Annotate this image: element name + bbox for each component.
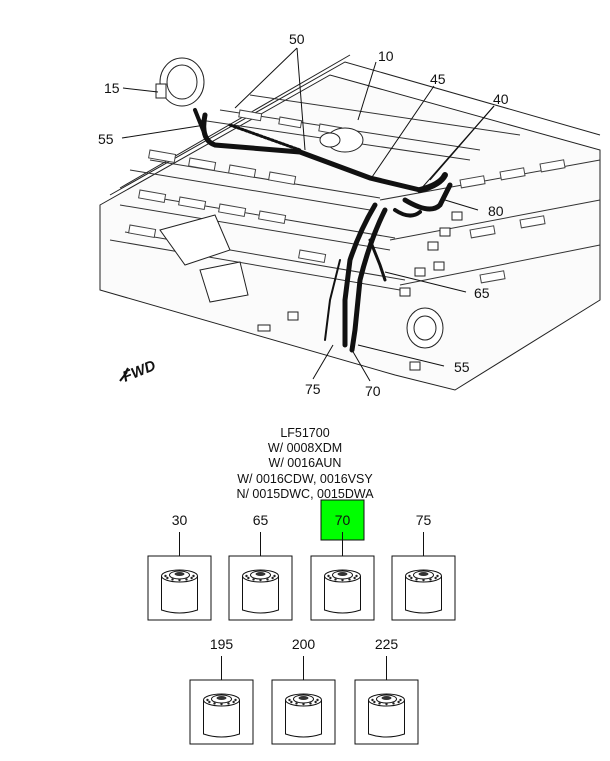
part-label: 75 bbox=[416, 512, 432, 528]
filter-canister-icon bbox=[242, 569, 279, 614]
part-tile-65[interactable]: 65 bbox=[228, 512, 293, 621]
filter-canister-icon bbox=[368, 693, 405, 738]
callout-70: 70 bbox=[365, 383, 381, 399]
callout-75: 75 bbox=[305, 381, 321, 397]
part-label: 195 bbox=[210, 636, 234, 652]
note-line: W/ 0008XDM bbox=[267, 441, 343, 456]
callout-10: 10 bbox=[378, 48, 394, 64]
callout-labels: 50 10 45 40 15 55 80 65 55 75 70 bbox=[98, 31, 509, 399]
filter-canister-icon bbox=[161, 569, 198, 614]
chassis-frame-drawing bbox=[99, 54, 601, 391]
callout-50: 50 bbox=[289, 31, 305, 47]
fasteners bbox=[257, 211, 463, 371]
note-line: W/ 0016AUN bbox=[268, 456, 342, 471]
callout-65: 65 bbox=[474, 285, 490, 301]
callout-55-bottom: 55 bbox=[454, 359, 470, 375]
callout-55-top: 55 bbox=[98, 131, 114, 147]
filter-canister-icon bbox=[285, 693, 322, 738]
filter-canister-icon bbox=[324, 569, 361, 614]
note-line: N/ 0015DWC, 0015DWA bbox=[236, 486, 374, 501]
part-tile-30[interactable]: 30 bbox=[147, 512, 212, 621]
part-tile-195[interactable]: 195 bbox=[189, 636, 254, 745]
part-tile-75[interactable]: 75 bbox=[391, 512, 456, 621]
note-line: W/ 0016CDW, 0016VSY bbox=[237, 471, 373, 486]
callout-80: 80 bbox=[488, 203, 504, 219]
callout-15: 15 bbox=[104, 80, 120, 96]
part-label: 200 bbox=[292, 636, 316, 652]
part-tile-225[interactable]: 225 bbox=[354, 636, 419, 745]
note-line: LF51700 bbox=[280, 426, 330, 440]
callout-40: 40 bbox=[493, 91, 509, 107]
fwd-label: FWD bbox=[120, 357, 158, 386]
part-tile-70[interactable]: 70 bbox=[310, 499, 375, 621]
wiring-harness bbox=[193, 108, 453, 353]
part-label: 70 bbox=[335, 512, 351, 528]
part-label: 30 bbox=[172, 512, 188, 528]
forward-direction-indicator: FWD bbox=[119, 357, 158, 386]
callout-leader-lines bbox=[121, 47, 495, 382]
parts-grid: 30 65 70 75 195 200 225 bbox=[147, 499, 456, 745]
callout-45: 45 bbox=[430, 71, 446, 87]
application-notes: LF51700 W/ 0008XDM W/ 0016AUN W/ 0016CDW… bbox=[0, 426, 610, 502]
part-label: 225 bbox=[375, 636, 399, 652]
part-label: 65 bbox=[253, 512, 269, 528]
filter-canister-icon bbox=[203, 693, 240, 738]
filter-canister-icon bbox=[405, 569, 442, 614]
part-tile-200[interactable]: 200 bbox=[271, 636, 336, 745]
